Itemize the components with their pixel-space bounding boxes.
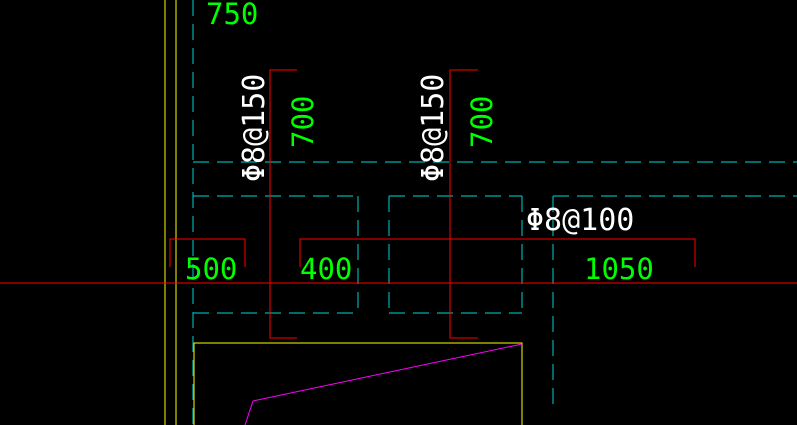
rebar-bracket-500[interactable] <box>169 238 246 267</box>
dim-label-400[interactable]: 400 <box>300 252 352 286</box>
rebar-label-left[interactable]: Φ8@150 <box>237 74 272 182</box>
rebar-texts: Φ8@150 Φ8@150 Φ8@100 <box>237 74 634 238</box>
dim-label-700-left[interactable]: 700 <box>286 96 320 148</box>
dim-label-700-middle[interactable]: 700 <box>465 96 499 148</box>
dim-label-500[interactable]: 500 <box>185 252 237 286</box>
magenta-slope-line[interactable] <box>244 343 523 425</box>
dashed-outlines <box>192 0 797 425</box>
rebar-bracket-long[interactable] <box>299 238 696 267</box>
dim-label-750[interactable]: 750 <box>206 0 258 31</box>
wall-lines <box>164 0 523 425</box>
dimension-texts: 750 500 400 1050 700 700 <box>185 0 654 286</box>
rebar-label-middle[interactable]: Φ8@150 <box>416 74 451 182</box>
rebar-stirrup-middle[interactable] <box>449 69 478 339</box>
wall-outline-bottom[interactable] <box>193 342 523 425</box>
rebar-label-right[interactable]: Φ8@100 <box>526 203 634 238</box>
rebar-stirrup-left[interactable] <box>269 69 297 339</box>
rebar-lines <box>0 69 797 339</box>
dim-label-1050[interactable]: 1050 <box>584 252 654 286</box>
